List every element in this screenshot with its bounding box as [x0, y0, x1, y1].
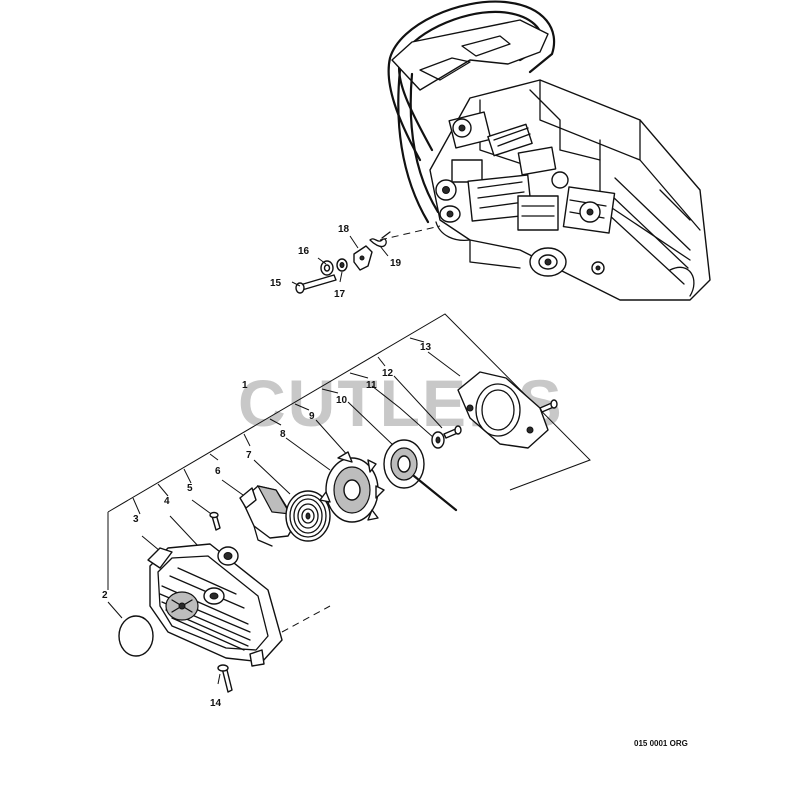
callout-13: 13 [420, 342, 432, 353]
callout-11: 11 [366, 380, 377, 391]
rewind-spring-7 [285, 490, 331, 542]
callout-6: 6 [215, 466, 221, 477]
callout-19: 19 [390, 258, 402, 269]
callout-16: 16 [298, 246, 310, 257]
pawl-18 [353, 245, 373, 271]
rope-rotor-8 [319, 451, 385, 523]
fan-housing-3 [147, 543, 283, 667]
callout-7: 7 [246, 450, 252, 461]
callout-14: 14 [210, 698, 222, 709]
callout-18: 18 [338, 224, 350, 235]
sleeve-17 [336, 258, 348, 272]
callout-4: 4 [164, 496, 170, 507]
callout-17: 17 [334, 289, 346, 300]
diagram-code: 015 0001 ORG [634, 739, 688, 748]
callout-15: 15 [270, 278, 282, 289]
screw-15 [295, 274, 337, 294]
callout-frame [107, 313, 591, 590]
screw-14 [217, 664, 233, 693]
rope-pulley-9 [383, 439, 458, 512]
screw-13b [539, 399, 558, 413]
spring-19 [369, 231, 391, 248]
screw-5 [209, 511, 221, 531]
callout-12: 12 [382, 368, 394, 379]
cover-plate-13 [457, 371, 549, 449]
callout-10: 10 [336, 395, 348, 406]
washer-16 [320, 260, 334, 276]
bushing-4 [217, 546, 239, 566]
chainsaw-engine-housing [387, 0, 711, 301]
callout-3: 3 [133, 514, 139, 525]
callout-2: 2 [102, 590, 108, 601]
washer-10 [431, 431, 445, 449]
alignment-line [281, 605, 331, 633]
callout-labels: 1 2 3 4 5 6 7 8 9 10 11 12 13 14 15 16 1… [102, 224, 432, 709]
o-ring-2 [118, 615, 154, 657]
callout-9: 9 [309, 411, 315, 422]
callout-1: 1 [242, 380, 248, 391]
callout-5: 5 [187, 483, 193, 494]
callout-8: 8 [280, 429, 286, 440]
alignment-line [379, 225, 441, 241]
screw-12 [443, 425, 462, 439]
